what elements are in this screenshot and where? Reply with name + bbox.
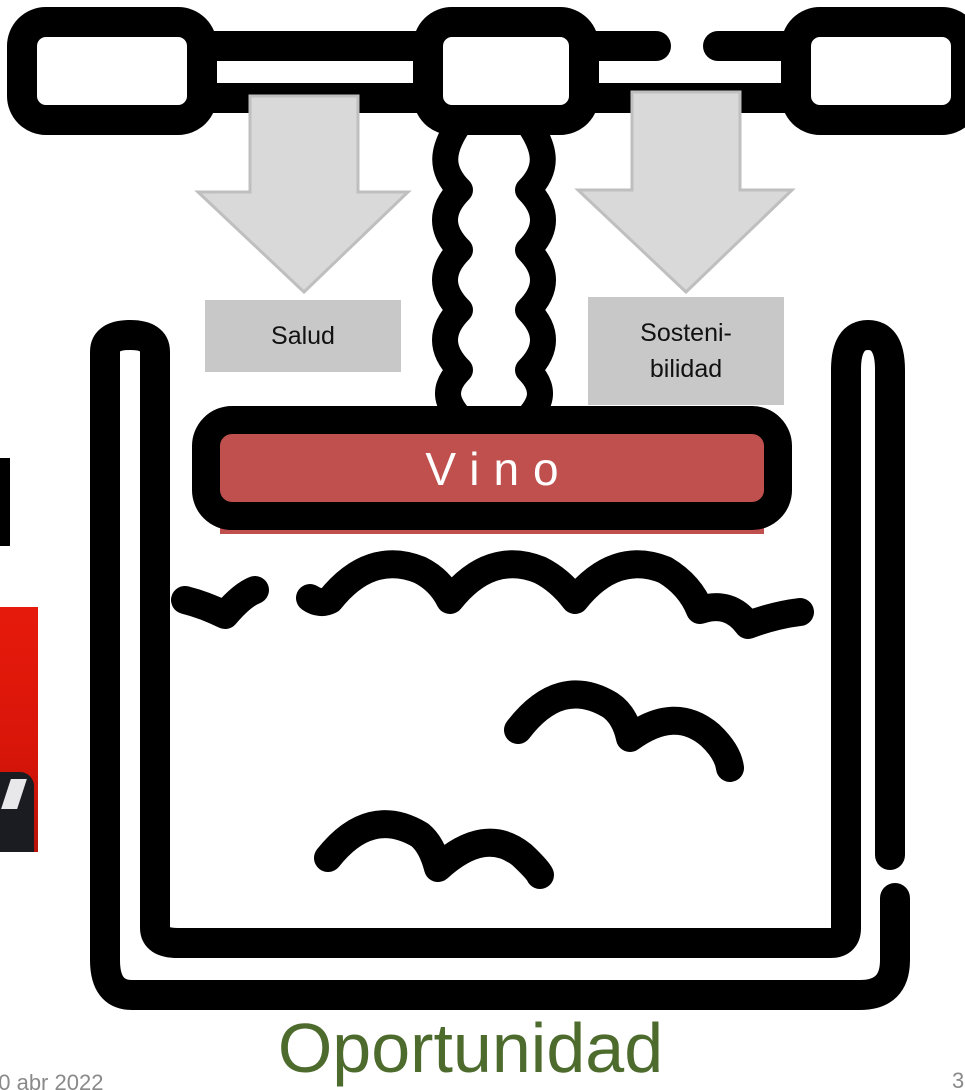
rope-icon [445, 120, 543, 420]
chain-icon [22, 22, 965, 120]
person-photo [0, 607, 38, 852]
label-sostenibilidad-line1: Sosteni- [640, 315, 732, 351]
rope-right [526, 120, 543, 420]
footer-date: 30 abr 2022 [0, 1070, 103, 1090]
rope-left [445, 120, 462, 420]
left-edge-bar [0, 458, 10, 546]
label-salud-text: Salud [271, 318, 335, 354]
chain-link-right [796, 22, 965, 120]
wave-middle [518, 694, 730, 768]
wave-bottom [328, 824, 540, 875]
slide-title: Oportunidad [0, 1008, 965, 1088]
wave-icon [185, 564, 800, 875]
chain-link-left [22, 22, 202, 120]
vino-label: Vino [228, 437, 756, 501]
footer-page-number: 3 [952, 1068, 964, 1090]
label-salud: Salud [205, 300, 401, 372]
label-sostenibilidad-line2: bilidad [650, 351, 722, 387]
wave-top-main [310, 564, 800, 625]
arrow-down-icon-right [578, 92, 792, 292]
chain-link-center [428, 22, 584, 120]
arrow-down-icon-left [198, 96, 408, 292]
label-sostenibilidad: Sosteni- bilidad [588, 297, 784, 405]
wave-top-left [185, 590, 255, 615]
